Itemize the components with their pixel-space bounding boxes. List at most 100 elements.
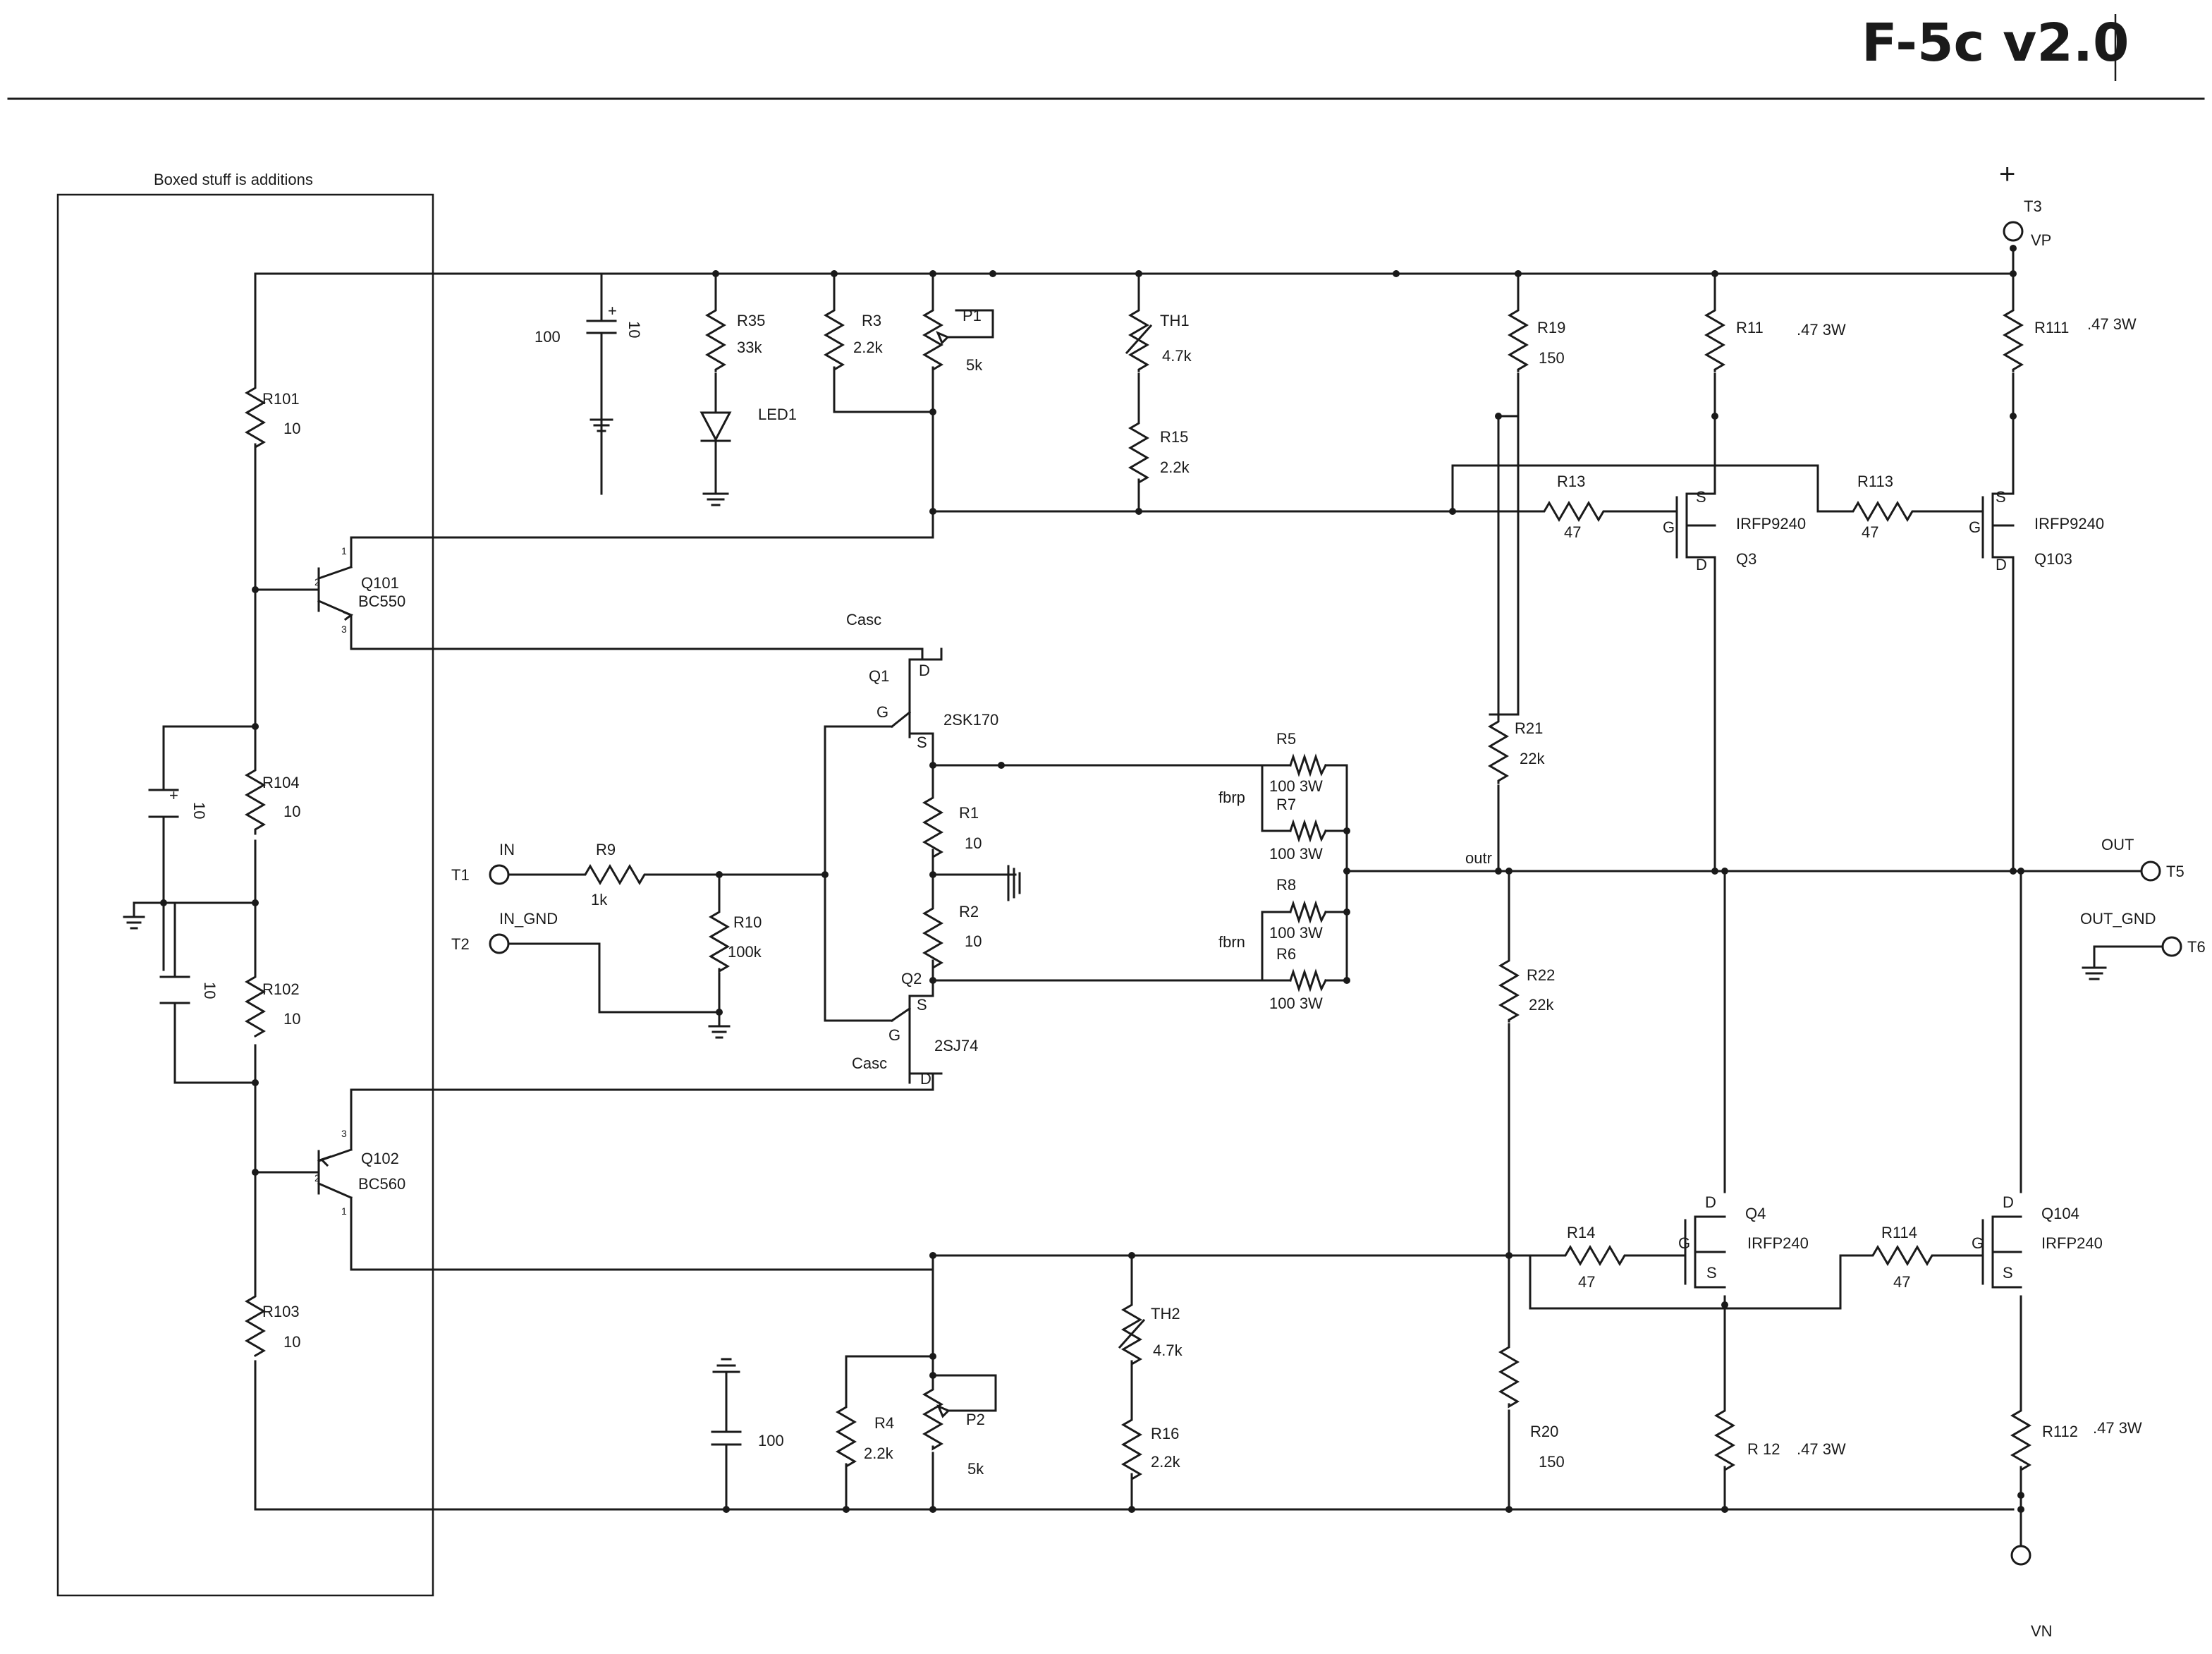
schematic-label-pins-p3: 3 [341,1128,347,1139]
fbrn-label: fbrn [1218,933,1245,951]
jfet-mosfet-symbols [890,492,2022,1289]
r22-symbol [1498,952,1520,1023]
schematic-label-pins-g: G [876,703,888,721]
r6-symbol [1289,968,1328,992]
t3-terminal [2003,221,2024,242]
schematic-label-transistors-q3-name: Q3 [1736,550,1756,568]
schematic-label-pins-g: G [1969,518,1981,536]
schematic-label-pins-p3: 3 [341,624,347,635]
schematic-label-resistors-r14-value: 47 [1578,1273,1595,1291]
terminal-circles [489,221,2182,1566]
r3-symbol [824,302,845,372]
bjt-symbols [317,566,354,1199]
schematic-label-resistors-r15-value: 2.2k [1160,458,1190,476]
schematic-label-resistors-r10-value: 100k [728,943,762,961]
schematic-label-resistors-r1-name: R1 [959,804,979,822]
schematic-label-resistors-r114-value: 47 [1893,1273,1910,1291]
schematic-label-resistors-r16-name: R16 [1151,1425,1179,1442]
schematic-label-resistors-r20-value: 150 [1539,1453,1565,1471]
r12-symbol [1714,1402,1735,1472]
r2-symbol [922,903,943,970]
schematic-label-resistors-r19-value: 150 [1539,349,1565,367]
schematic-label-pins-d: D [1696,556,1707,573]
r20-symbol [1498,1339,1520,1409]
schematic-label-resistors-r35-value: 33k [737,339,762,356]
schematic-label-resistors-r112-name: R112 [2042,1423,2078,1440]
fbrp-label: fbrp [1218,789,1245,806]
r11-symbol [1704,302,1725,372]
schematic-label-resistors-r104-value: 10 [283,803,300,820]
plus-mark: + [1999,159,2015,190]
schematic-label-transistors-q1-part: 2SK170 [943,711,998,729]
out-label: OUT [2101,836,2134,853]
schematic-label-pins-p1: 1 [341,1205,347,1217]
schematic-label-resistors-r114-name: R114 [1881,1224,1917,1241]
schematic-label-transistors-q103-part: IRFP9240 [2034,515,2104,533]
t1-label: T1 [451,866,470,884]
r15-symbol [1128,415,1149,485]
r102-symbol [245,968,266,1038]
schematic-label-resistors-r15-name: R15 [1160,428,1188,446]
casc-bottom-label: Casc [852,1054,887,1072]
schematic-label-pins-s: S [1696,488,1706,506]
schematic-label-pins-d: D [1705,1193,1716,1211]
p1-wiper [936,331,950,345]
t5-terminal [2140,861,2161,882]
schematic-label-transistors-q102-name: Q102 [361,1150,399,1167]
schematic-label-resistors-r8-name: R8 [1276,876,1296,894]
schematic-label-terminals-plus: + [608,302,617,320]
schematic-label-resistors-r103-name: R103 [262,1303,300,1320]
in-label: IN [499,841,515,858]
schematic-label-resistors-r112-value: .47 3W [2093,1419,2142,1437]
r10-symbol [709,905,730,973]
r14-symbol [1550,1245,1637,1266]
schematic-label-pins-s: S [1706,1264,1717,1282]
schematic-label-resistors-r102-name: R102 [262,980,300,998]
p1-symbol [922,302,943,372]
schematic-label-resistors-r6-name: R6 [1276,945,1296,963]
schematic-label-terminals-plus: + [169,786,178,804]
r5-symbol [1289,753,1328,777]
schematic-label-pins-d: D [920,1070,931,1088]
schematic-label-resistors-r12-value: .47 3W [1797,1440,1846,1458]
schematic-label-resistors-r111-name: R111 [2034,319,2069,336]
schematic-label-resistors-th1-name: TH1 [1160,312,1190,329]
schematic-label-pins-s: S [917,734,927,751]
vn-terminal [2010,1545,2031,1566]
r13-symbol [1529,501,1616,522]
t1-terminal [489,864,510,885]
schematic-label-transistors-q104-part: IRFP240 [2041,1234,2103,1252]
schematic-label-capacitors-c_left1-value: 10 [190,802,208,819]
schematic-label-pins-p1: 1 [341,545,347,557]
schematic-label-resistors-r21-value: 22k [1520,750,1545,767]
schematic-label-resistors-r11-name: R11 [1736,319,1764,336]
r19-symbol [1508,302,1529,372]
schematic-label-resistors-r9-name: R9 [596,841,616,858]
t5-label: T5 [2166,863,2184,880]
additions-note: Boxed stuff is additions [154,171,313,188]
schematic-label-resistors-r4-value: 2.2k [864,1445,894,1462]
schematic-label-resistors-r21-name: R21 [1515,719,1543,737]
schematic-label-resistors-r1-value: 10 [965,834,982,852]
schematic-label-resistors-r7-value: 100 3W [1269,845,1323,863]
r21-symbol [1488,713,1509,784]
schematic-label-resistors-r3-value: 2.2k [853,339,884,356]
r16-symbol [1121,1413,1142,1481]
schematic-label-resistors-th1-value: 4.7k [1162,347,1192,365]
schematic-label-pins-g: G [1663,518,1675,536]
schematic-label-transistors-q104-name: Q104 [2041,1205,2079,1222]
schematic-label-resistors-r111-value: .47 3W [2087,315,2137,333]
schematic-label-resistors-r22-value: 22k [1529,996,1554,1014]
vp-label: VP [2031,231,2051,249]
schematic-label-resistors-r5-value: 100 3W [1269,777,1323,795]
schematic-label-transistors-q101-part: BC550 [358,592,405,610]
schematic-label-pins-d: D [919,662,930,679]
casc-top-label: Casc [846,611,881,628]
schematic-label-resistors-r101-value: 10 [283,420,300,437]
schematic-label-pins-p2: 2 [314,1172,320,1184]
schematic-label-resistors-r10-name: R10 [733,913,762,931]
t2-terminal [489,933,510,954]
th1-symbol [1128,302,1149,372]
schematic-label-transistors-q1-name: Q1 [869,667,889,685]
schematic-label-transistors-q101-name: Q101 [361,574,399,592]
